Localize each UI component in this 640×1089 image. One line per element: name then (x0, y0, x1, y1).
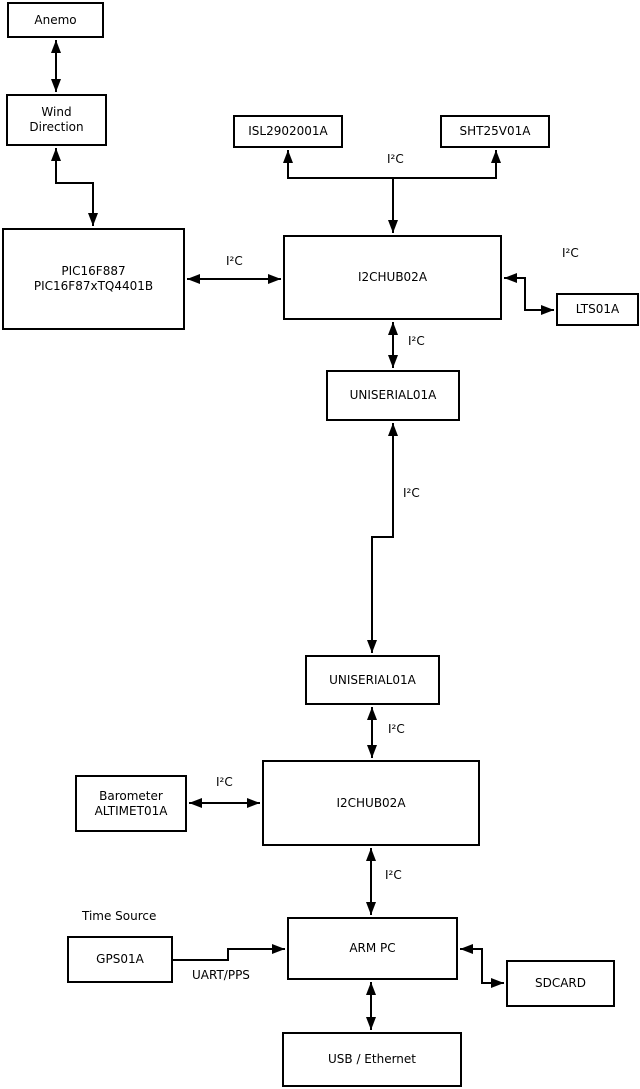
bus-label-i2c-sensors: I²C (387, 152, 404, 166)
edge-hub1-lts (504, 273, 554, 315)
node-isl-light-sensor: ISL2902001A (233, 115, 343, 148)
node-gps: GPS01A (67, 936, 173, 983)
bus-label-i2c-hub1-lts: I²C (562, 246, 579, 260)
bus-label-i2c-uniserial-hub2: I²C (388, 722, 405, 736)
node-sdcard: SDCARD (506, 960, 615, 1007)
node-arm-pc: ARM PC (287, 917, 458, 980)
node-uniserial-2: UNISERIAL01A (305, 655, 440, 705)
node-lts-temp-sensor: LTS01A (556, 293, 639, 326)
edge-armpc-sdcard (460, 944, 504, 988)
node-anemometer: Anemo (7, 2, 104, 38)
edge-gps-armpc (173, 944, 285, 961)
bus-label-i2c-barometer: I²C (216, 775, 233, 789)
annotation-time-source: Time Source (82, 909, 157, 923)
bus-label-i2c-hub2-armpc: I²C (385, 868, 402, 882)
node-barometer: Barometer ALTIMET01A (75, 775, 187, 832)
node-pic-microcontroller: PIC16F887 PIC16F87xTQ4401B (2, 228, 185, 330)
node-sht-humidity-sensor: SHT25V01A (440, 115, 550, 148)
bus-label-i2c-uniserial-link: I²C (403, 486, 420, 500)
edge-uniserial1-uniserial2 (367, 423, 398, 653)
bus-label-i2c-hub1-uniserial: I²C (408, 334, 425, 348)
edge-wind-pic (51, 148, 98, 226)
node-usb-ethernet: USB / Ethernet (282, 1032, 462, 1087)
node-i2c-hub-2: I2CHUB02A (262, 760, 480, 846)
node-wind-direction: Wind Direction (6, 94, 107, 146)
node-uniserial-1: UNISERIAL01A (326, 370, 460, 421)
bus-label-uart-pps: UART/PPS (192, 968, 250, 982)
node-i2c-hub-1: I2CHUB02A (283, 235, 502, 320)
bus-label-i2c-pic-hub1: I²C (226, 254, 243, 268)
